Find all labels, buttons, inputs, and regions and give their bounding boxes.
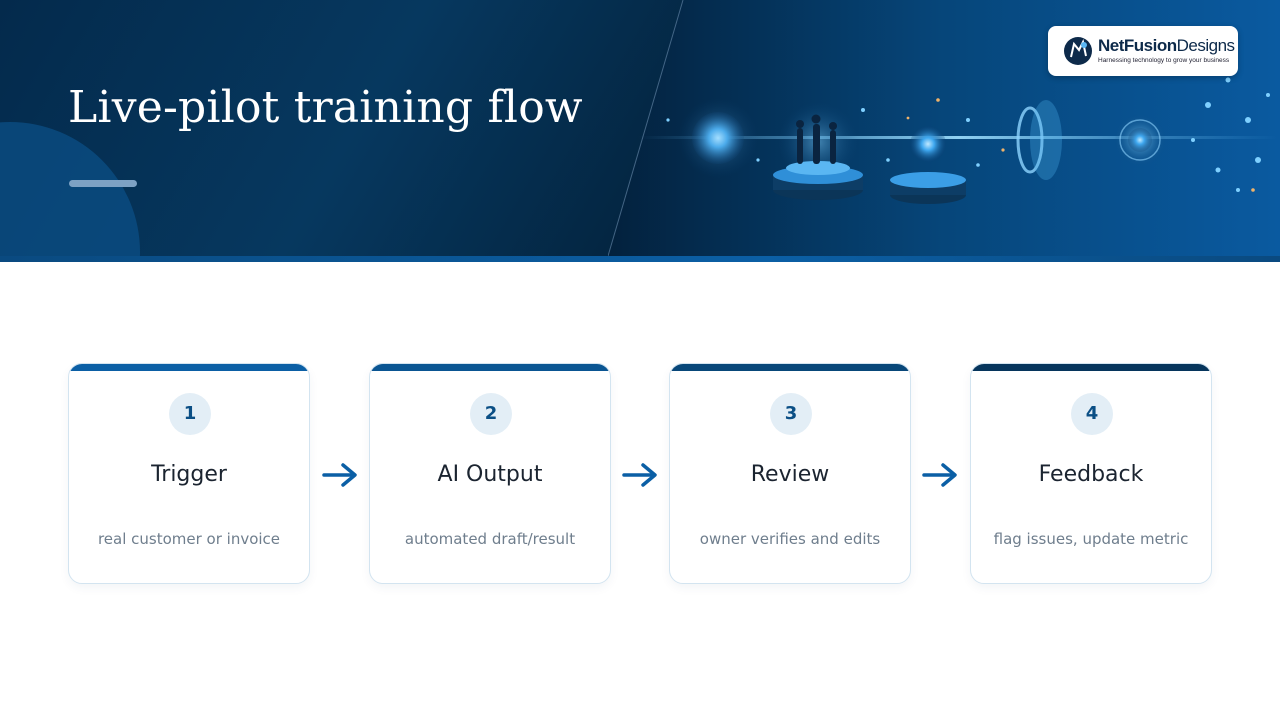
header-accent-strip (0, 256, 1280, 262)
step-title: AI Output (437, 462, 543, 487)
brand-name-bold: NetFusion (1098, 36, 1177, 55)
arrow-right-icon (622, 463, 657, 487)
page-title: Live-pilot training flow (68, 82, 583, 133)
step-number-badge: 2 (470, 393, 512, 435)
step-description: owner verifies and edits (699, 530, 881, 548)
step-number-badge: 4 (1071, 393, 1113, 435)
step-title: Review (750, 462, 830, 487)
arrow-right-icon (922, 463, 957, 487)
step-card-trigger: 1 Trigger real customer or invoice (68, 363, 310, 584)
step-description: real customer or invoice (97, 530, 281, 548)
arrow-right-icon (322, 463, 357, 487)
card-accent-bar (971, 364, 1211, 371)
step-description: automated draft/result (404, 530, 576, 548)
card-accent-bar (370, 364, 610, 371)
step-card-review: 3 Review owner verifies and edits (669, 363, 911, 584)
decorative-circle (0, 122, 140, 262)
card-accent-bar (69, 364, 309, 371)
step-card-ai-output: 2 AI Output automated draft/result (369, 363, 611, 584)
brand-mark-icon (1064, 37, 1092, 65)
step-title: Feedback (1038, 462, 1144, 487)
step-number-badge: 3 (770, 393, 812, 435)
brand-tagline: Harnessing technology to grow your busin… (1098, 57, 1230, 64)
brand-name-regular: Designs (1176, 36, 1235, 55)
title-underline (69, 180, 137, 187)
header-banner: Live-pilot training flow NetFusionDesign… (0, 0, 1280, 262)
brand-name: NetFusionDesigns (1098, 36, 1235, 56)
card-accent-bar (670, 364, 910, 371)
step-card-feedback: 4 Feedback flag issues, update metric (970, 363, 1212, 584)
step-description: flag issues, update metric (993, 530, 1189, 548)
step-number-badge: 1 (169, 393, 211, 435)
brand-logo: NetFusionDesigns Harnessing technology t… (1048, 26, 1238, 76)
step-title: Trigger (151, 462, 227, 487)
